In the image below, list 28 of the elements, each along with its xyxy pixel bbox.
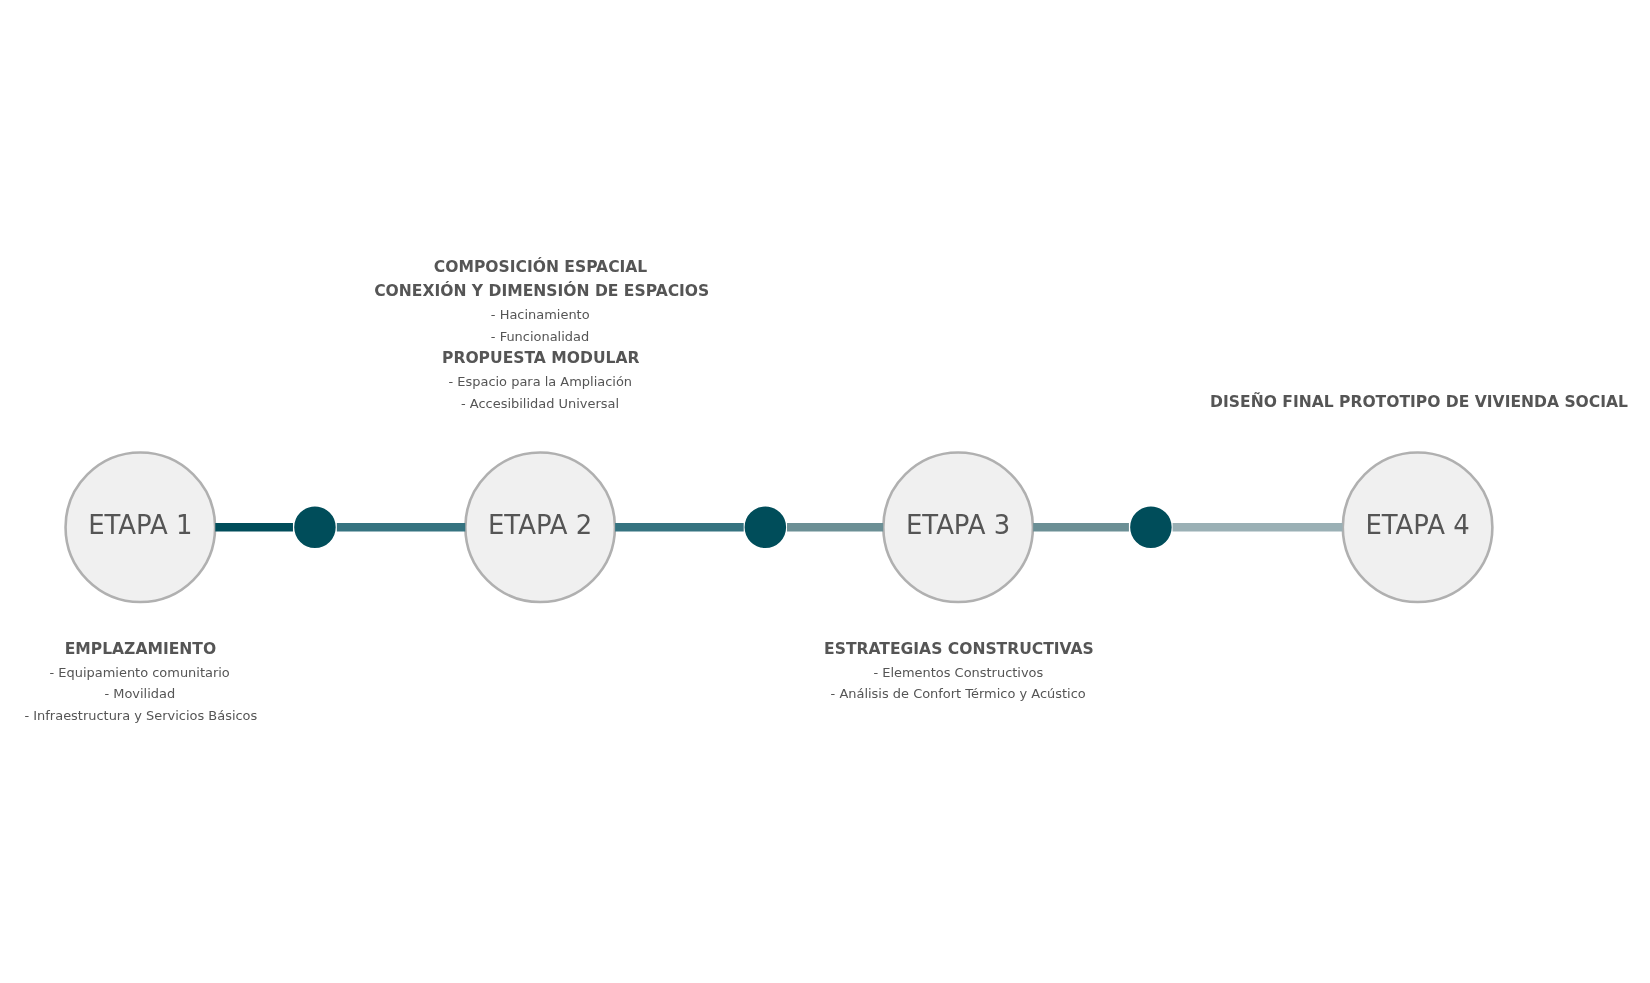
node-label: - Infraestructura y Servicios Básicos	[24, 707, 258, 723]
node-label: EMPLAZAMIENTO	[64, 639, 217, 658]
node-label: DISEÑO FINAL PROTOTIPO DE VIVIENDA SOCIAL	[1210, 392, 1628, 411]
connector	[1033, 522, 1129, 532]
node-label: - Funcionalidad	[490, 328, 590, 343]
node-circle: ETAPA 4	[1341, 450, 1494, 603]
node-label: - Accesibilidad Universal	[461, 395, 620, 411]
connector	[1172, 522, 1343, 532]
connector	[787, 522, 884, 532]
node-circle: ETAPA 3	[882, 450, 1035, 603]
node-label: - Equipamiento comunitario	[49, 664, 230, 680]
node-label: COMPOSICIÓN ESPACIAL	[433, 257, 648, 276]
connector	[215, 522, 293, 532]
node-label: - Espacio para la Ampliación	[448, 373, 633, 389]
node-label: PROPUESTA MODULAR	[442, 348, 640, 367]
node-label: ESTRATEGIAS CONSTRUCTIVAS	[824, 639, 1094, 658]
node-label: CONEXIÓN Y DIMENSIÓN DE ESPACIOS	[374, 281, 710, 300]
node-circle: ETAPA 2	[464, 450, 617, 603]
connector	[336, 522, 466, 532]
node-circle: ETAPA 1	[64, 450, 217, 603]
node-circle	[742, 504, 788, 550]
node-label: - Análisis de Confort Térmico y Acústico	[830, 685, 1086, 701]
node-circle	[1128, 504, 1174, 550]
connector	[615, 522, 744, 532]
node-circle	[292, 504, 338, 550]
node-label: - Elementos Constructivos	[873, 664, 1044, 680]
node-label: - Movilidad	[104, 685, 176, 701]
node-label: - Hacinamiento	[490, 306, 590, 322]
